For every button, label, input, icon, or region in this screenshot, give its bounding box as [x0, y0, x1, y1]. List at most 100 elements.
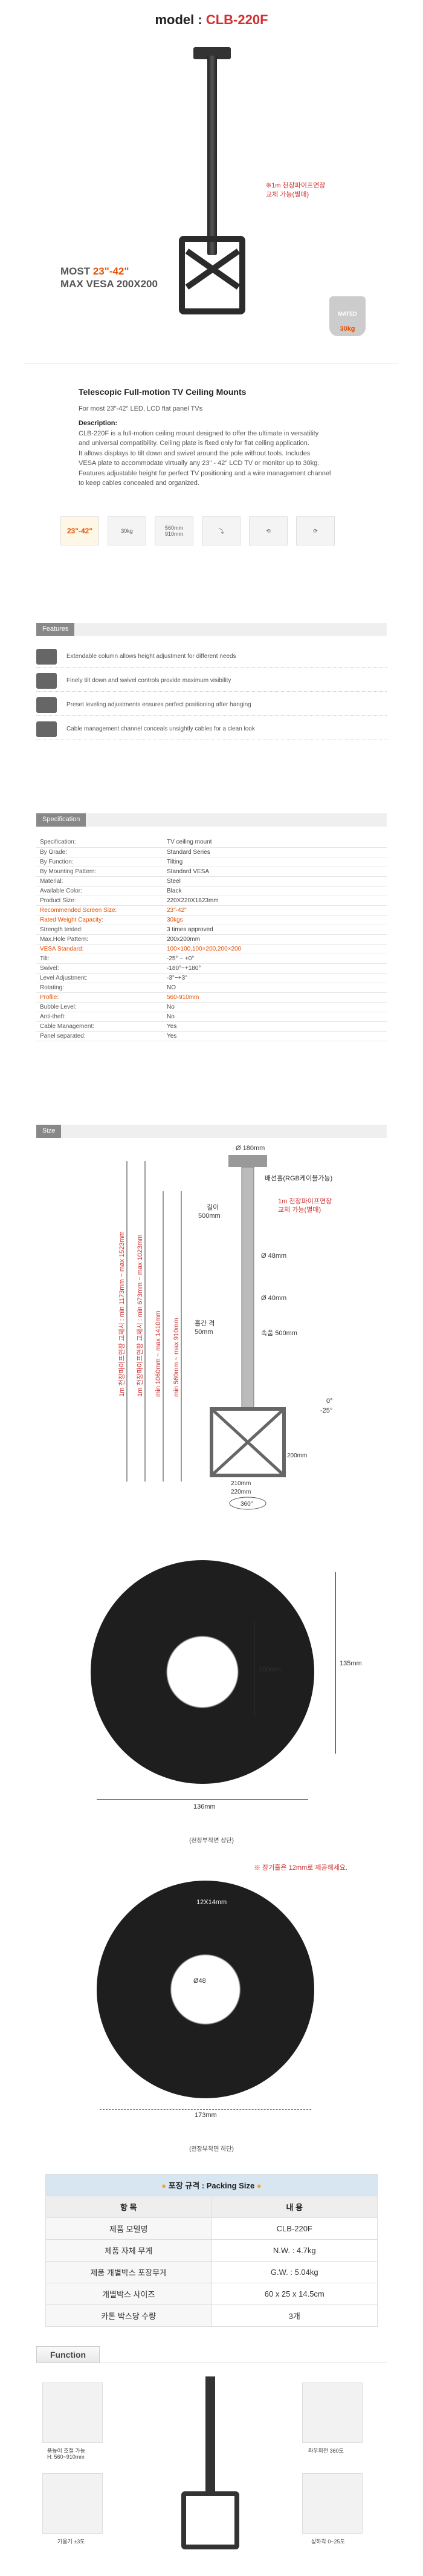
feature-text: Finely tilt down and swivel controls pro… [66, 677, 231, 684]
packing-value: 60 x 25 x 14.5cm [211, 2283, 378, 2305]
dim-text-3: min 1060mm ~ max 1410mm [155, 1310, 162, 1397]
dim-line [97, 1799, 308, 1800]
description-line: Features adjustable height for perfect T… [79, 469, 331, 477]
spec-key: Rotating: [36, 983, 163, 993]
feature-item: Preset leveling adjustments ensures perf… [36, 694, 387, 716]
weight-icon: MATED 30kg [329, 296, 366, 336]
plate-top-label: 12X14mm [196, 1899, 227, 1906]
spec-key: By Mounting Pattern: [36, 867, 163, 877]
spec-key: Anti-theft: [36, 1012, 163, 1022]
feature-text: Preset leveling adjustments ensures perf… [66, 701, 251, 708]
tilt-level-image [42, 2473, 103, 2534]
w220-label: 220mm [231, 1489, 251, 1495]
level-icon [36, 697, 57, 713]
spec-key: By Grade: [36, 847, 163, 857]
tilt-angle-image [302, 2473, 363, 2534]
rotate-icon: ⟳ [296, 516, 335, 545]
spec-row: Panel separated:Yes [36, 1031, 387, 1041]
mount-pole [207, 56, 217, 255]
diagram-pole [241, 1166, 254, 1410]
spec-value: Yes [163, 1031, 387, 1041]
dim-text-2: 1m 천장파이프연장 교체시 : min 673mm ~ max 1023mm [135, 1235, 144, 1397]
weight-value: 30kg [340, 325, 355, 333]
weight-capacity-icon: 30kg [108, 516, 146, 545]
dim-d48: Ø 48mm [261, 1252, 286, 1260]
packing-head-k: 항 목 [45, 2196, 212, 2218]
features-section-bar: Features [36, 623, 387, 636]
plate-top-caption: (천장부착면 상단) [189, 1838, 234, 1844]
spec-key: By Function: [36, 857, 163, 867]
gap-label: 홀간 격 [195, 1319, 215, 1327]
packing-value: G.W. : 5.04kg [211, 2261, 378, 2283]
length-val: 500mm [198, 1212, 221, 1220]
spec-value: 100×100,100×200,200×200 [163, 944, 387, 954]
spec-value: -25° ~ +0° [163, 954, 387, 964]
spec-key: Material: [36, 876, 163, 886]
spec-value: 3 times approved [163, 925, 387, 935]
spec-key: Strength tested: [36, 925, 163, 935]
packing-value: 3개 [211, 2304, 378, 2327]
diagram-bracket [210, 1407, 286, 1477]
ceiling-plate-top-image [91, 1560, 314, 1784]
spec-value: -3°~+3° [163, 973, 387, 983]
plate-bottom-caption: (천장부착면 하단) [189, 2146, 234, 2153]
packing-value: N.W. : 4.7kg [211, 2239, 378, 2262]
spec-row: Strength tested:3 times approved [36, 925, 387, 935]
ceiling-plate [193, 47, 231, 59]
spec-value: Standard VESA [163, 867, 387, 877]
dim-d40: Ø 40mm [261, 1295, 286, 1302]
spec-row: Swivel:-180°~+180° [36, 963, 387, 974]
column-icon [36, 648, 57, 665]
diagram-swivel-ellipse [229, 1497, 266, 1510]
spec-key: Tilt: [36, 954, 163, 964]
pipe-note-1: 1m 천장파이프연장 [278, 1197, 332, 1205]
spec-row: Tilt:-25° ~ +0° [36, 954, 387, 964]
function-section-bar: Function [36, 2346, 387, 2363]
feature-text: Cable management channel conceals unsigh… [66, 726, 255, 732]
feature-item: Finely tilt down and swivel controls pro… [36, 670, 387, 692]
model-title: model : CLB-220F [0, 12, 423, 28]
spec-value: NO [163, 983, 387, 993]
spec-key: Product Size: [36, 896, 163, 906]
description-line: to keep cables concealed and organized. [79, 480, 199, 487]
w200-label: 200mm [287, 1452, 307, 1459]
dim-d180: Ø 180mm [236, 1145, 265, 1152]
vesa-line: MAX VESA 200X200 [60, 278, 158, 290]
ceiling-plate-bottom-image [97, 1881, 314, 2098]
product-subtitle: Telescopic Full-motion TV Ceiling Mounts [79, 387, 247, 397]
swivel-icon: ⟲ [249, 516, 288, 545]
spec-key: Recommended Screen Size: [36, 905, 163, 916]
features-section-label: Features [36, 623, 75, 636]
spec-value: 560-910mm [163, 992, 387, 1003]
spec-row: Product Size:220X220X1823mm [36, 896, 387, 906]
tilt-icon [36, 672, 57, 689]
spec-value: Tilting [163, 857, 387, 867]
spec-value: 30kgs [163, 915, 387, 925]
description-block: Description: CLB-220F is a full-motion c… [79, 418, 369, 489]
size-diagram: 1m 천장파이프연장 교체시 : min 1173mm ~ max 1523mm… [117, 1145, 333, 1510]
angle-0: 0° [326, 1397, 333, 1405]
model-value: CLB-220F [205, 12, 268, 27]
spec-value: Yes [163, 1021, 387, 1032]
spec-row: Material:Steel [36, 876, 387, 886]
screen-size-icon: 23"-42" [60, 516, 99, 545]
size-most: MOST [60, 265, 93, 277]
dim-line [100, 2109, 311, 2110]
feature-icons-row: 23"-42" 30kg 560mm 910mm ⤵ ⟲ ⟳ [60, 514, 375, 548]
pipe-extension-note: ※1m 천장파이프연장 교체 가능(별매) [266, 181, 325, 200]
cable-icon [36, 721, 57, 737]
function-caption: H: 560~910mm [47, 2454, 85, 2460]
spec-value: No [163, 1002, 387, 1012]
spec-value: 220X220X1823mm [163, 896, 387, 906]
specification-section-bar: Specification [36, 813, 387, 827]
packing-caption-text: 포장 규격 : Packing Size [168, 2181, 255, 2190]
spec-key: Cable Management: [36, 1021, 163, 1032]
plate-bottom-note: ※ 장거홀은 12mm로 제공해세요. [254, 1864, 347, 1872]
spec-key: Available Color: [36, 886, 163, 896]
feature-item: Extendable column allows height adjustme… [36, 646, 387, 668]
